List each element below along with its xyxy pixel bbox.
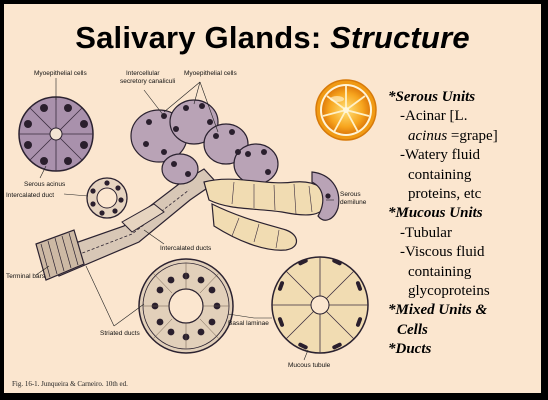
tubular-line: -Tubular (400, 224, 452, 241)
label-intercalated-ducts: Intercalated ducts (160, 245, 212, 252)
ducts-heading: *Ducts (388, 341, 432, 358)
mixed-units-heading: *Mixed Units & (388, 302, 488, 319)
mucous-units-heading: *Mucous Units (388, 205, 483, 222)
watery-containing-line: containing (408, 166, 472, 183)
watery-proteins-line: proteins, etc (408, 186, 482, 203)
striated-duct-cross-section (138, 258, 234, 354)
mucous-tubule-cross-section (271, 256, 369, 354)
title-italic-text: Structure (330, 20, 470, 55)
acinus-line: acinus =grape] (388, 127, 538, 146)
serous-units-heading: *Serous Units (388, 89, 476, 105)
serous-acinus-cross-section (18, 96, 94, 172)
label-serous-acinus: Serous acinus (24, 181, 66, 188)
slide: Salivary Glands: Structure (4, 4, 541, 393)
acinar-prefix: -Acinar [L. (400, 108, 468, 125)
label-terminal-bars: Terminal bars (6, 273, 46, 280)
notes-list: *Serous Units -Acinar [L. acinus =grape]… (388, 88, 538, 360)
label-serous-2: demilune (340, 199, 367, 206)
acinar-line: -Acinar [L. (388, 107, 538, 126)
mixed-cells-heading: Cells (397, 321, 428, 338)
viscous-containing-line: containing (408, 263, 472, 280)
viscous-glycoproteins-line: glycoproteins (408, 283, 490, 300)
acinus-word: acinus (408, 127, 448, 144)
title-text: Salivary Glands: (75, 20, 331, 55)
viscous-fluid-line: -Viscous fluid (400, 244, 485, 261)
label-basal-laminae: Basal laminae (228, 320, 269, 327)
label-myoepithelial-left: Myoepithelial cells (34, 70, 87, 77)
label-intercalated-duct: Intercalated duct (6, 192, 54, 199)
branching-gland-diagram (35, 99, 340, 281)
label-serous-1: Serous (340, 191, 361, 198)
acinus-suffix: =grape] (447, 127, 498, 144)
label-intercellular-2: secretory canaliculi (120, 78, 175, 85)
label-leader-lines (35, 78, 334, 361)
salivary-gland-illustration: Myoepithelial cells Intercellular secret… (6, 70, 377, 369)
watery-fluid-line: -Watery fluid (400, 147, 481, 164)
label-mucous-tubule: Mucous tubule (288, 362, 331, 369)
intercalated-duct-cross-section (86, 177, 128, 219)
label-striated-ducts: Striated ducts (100, 330, 140, 337)
slide-title: Salivary Glands: Structure (4, 20, 541, 56)
figure-caption: Fig. 16-1. Junqueira & Carneiro. 10th ed… (12, 380, 128, 388)
orange-slice-icon (315, 79, 377, 141)
label-myoepithelial-right: Myoepithelial cells (184, 70, 237, 77)
label-intercellular-1: Intercellular (126, 70, 160, 77)
